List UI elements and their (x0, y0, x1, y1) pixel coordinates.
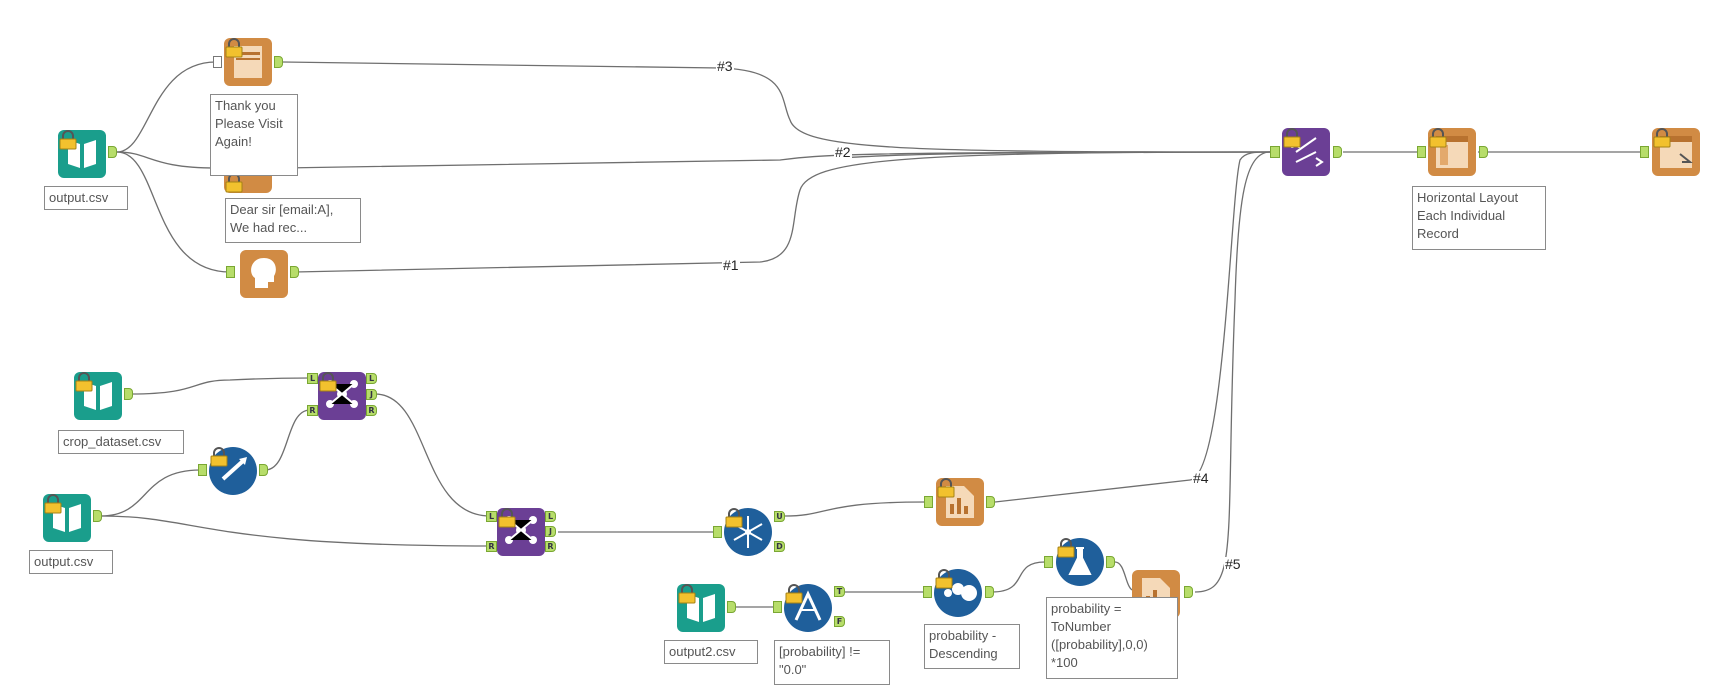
input-anchor[interactable] (1417, 146, 1426, 158)
filter-icon (794, 590, 822, 621)
tool-annotation: Thank you Please Visit Again! (210, 94, 298, 176)
tool-annotation: crop_dataset.csv (58, 430, 184, 454)
output-anchor[interactable] (274, 56, 283, 68)
tool-annotation: output.csv (44, 186, 128, 210)
image-report-tool[interactable] (240, 250, 288, 298)
sort-icon (944, 583, 977, 601)
join-output-anchor[interactable]: J (366, 389, 377, 400)
lock-icon (785, 584, 803, 604)
input-anchor[interactable] (773, 601, 782, 613)
tool-annotation: output.csv (29, 550, 113, 574)
input-anchor[interactable] (1044, 556, 1053, 568)
lock-icon (225, 38, 243, 58)
chart-tool[interactable] (936, 478, 984, 526)
duplicate-output-anchor[interactable]: D (774, 541, 785, 552)
lock-icon (935, 569, 953, 589)
output-anchor[interactable] (1333, 146, 1342, 158)
join-tool[interactable] (318, 372, 366, 420)
lock-icon (1653, 128, 1671, 148)
formula-tool[interactable] (1056, 538, 1104, 586)
lock-icon (725, 508, 743, 528)
connection-label: #4 (1192, 470, 1210, 486)
connection-wire (116, 61, 217, 153)
right-output-anchor[interactable]: R (366, 405, 377, 416)
output-anchor[interactable] (290, 266, 299, 278)
false-output-anchor[interactable]: F (834, 616, 845, 627)
lock-icon (937, 478, 955, 498)
lock-icon (1429, 128, 1447, 148)
formula-icon (221, 457, 247, 481)
input-anchor[interactable] (213, 56, 222, 68)
sort-tool[interactable] (934, 569, 982, 617)
lock-icon (75, 372, 93, 392)
left-input-anchor[interactable]: L (307, 373, 318, 384)
input-anchor[interactable] (198, 464, 207, 476)
connection-label: #1 (722, 257, 740, 273)
connection-label: #5 (1224, 556, 1242, 572)
render-tool[interactable] (1652, 128, 1700, 176)
input-anchor[interactable] (923, 586, 932, 598)
connection-label: #2 (834, 144, 852, 160)
right-input-anchor[interactable]: R (307, 405, 318, 416)
output-anchor[interactable] (1106, 556, 1115, 568)
layout-tool[interactable]: A (1282, 128, 1330, 176)
output-anchor[interactable] (124, 388, 133, 400)
unique-tool[interactable] (724, 508, 772, 556)
right-output-anchor[interactable]: R (545, 541, 556, 552)
formula-tool[interactable] (209, 447, 257, 495)
input-data-tool[interactable] (43, 494, 91, 542)
left-output-anchor[interactable]: L (366, 373, 377, 384)
lock-icon (44, 494, 62, 514)
tool-annotation: output2.csv (664, 640, 758, 664)
unique-output-anchor[interactable]: U (774, 511, 785, 522)
output-anchor[interactable] (108, 146, 117, 158)
tool-annotation: probability - Descending (924, 624, 1020, 669)
text-report-tool[interactable] (224, 38, 272, 86)
lock-icon (210, 447, 228, 467)
input-data-tool[interactable] (677, 584, 725, 632)
tool-annotation: Horizontal Layout Each Individual Record (1412, 186, 1546, 250)
horizontal-layout-tool[interactable] (1428, 128, 1476, 176)
connection-label: #3 (716, 58, 734, 74)
output-anchor[interactable] (986, 496, 995, 508)
join-output-anchor[interactable]: J (545, 526, 556, 537)
tool-annotation: [probability] != "0.0" (774, 640, 890, 685)
true-output-anchor[interactable]: T (834, 586, 845, 597)
filter-tool[interactable] (784, 584, 832, 632)
output-anchor[interactable] (1184, 586, 1193, 598)
lock-icon (498, 508, 516, 528)
output-anchor[interactable] (727, 601, 736, 613)
lock-icon (678, 584, 696, 604)
left-input-anchor[interactable]: L (486, 511, 497, 522)
input-anchor[interactable] (226, 266, 235, 278)
lock-icon (1057, 538, 1075, 558)
lock-icon (59, 130, 77, 150)
lock-icon (1283, 128, 1301, 148)
input-data-tool[interactable] (58, 130, 106, 178)
image-report-icon (251, 258, 276, 288)
multi-input-anchor[interactable] (1270, 146, 1280, 158)
input-data-tool[interactable] (74, 372, 122, 420)
input-anchor[interactable] (1640, 146, 1649, 158)
lock-icon (319, 372, 337, 392)
join-tool[interactable] (497, 508, 545, 556)
output-anchor[interactable] (93, 510, 102, 522)
output-anchor[interactable] (985, 586, 994, 598)
left-output-anchor[interactable]: L (545, 511, 556, 522)
lock-icon (225, 173, 243, 193)
tool-annotation: Dear sir [email:A], We had rec... (225, 198, 361, 243)
formula-icon (1068, 547, 1092, 575)
tool-annotation: probability = ToNumber ([probability],0,… (1046, 597, 1178, 679)
input-anchor[interactable] (924, 496, 933, 508)
output-anchor[interactable] (1479, 146, 1488, 158)
output-anchor[interactable] (259, 464, 268, 476)
input-anchor[interactable] (713, 526, 722, 538)
right-input-anchor[interactable]: R (486, 541, 497, 552)
